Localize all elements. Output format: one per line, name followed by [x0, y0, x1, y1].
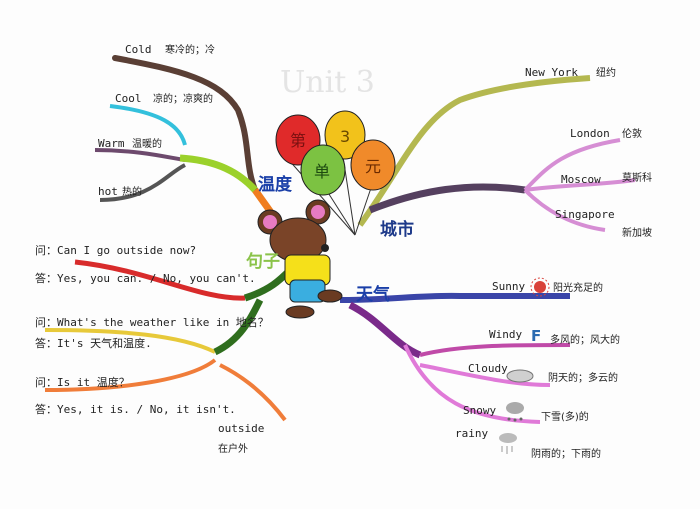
balloon-label: 3 [340, 127, 350, 146]
word-zh: 阴雨的；下雨的 [531, 447, 601, 460]
word-en: rainy [455, 427, 488, 440]
word-en: Moscow [561, 173, 601, 186]
word-en: London [570, 127, 610, 140]
question: 问：Is it 温度？ [35, 375, 130, 389]
word-zh: 伦敦 [622, 127, 642, 140]
cloud-icon [506, 369, 534, 383]
balloon-orange [350, 139, 396, 191]
word-zh: 寒冷的；冷 [165, 43, 215, 56]
question: 问：Can I go outside now? [35, 244, 196, 257]
weather-branches [339, 292, 571, 424]
word-en: Sunny [492, 280, 525, 293]
topic-temperature: 温度 [258, 174, 293, 195]
balloon-label: 单 [314, 162, 330, 181]
unit-title: Unit 3 [280, 65, 375, 100]
sun-icon [530, 277, 550, 297]
word-en: outside [218, 422, 264, 435]
answer: 答：Yes, you can. / No, you can't. [35, 271, 256, 285]
word-zh: 阴天的；多云的 [548, 371, 618, 384]
question: 问：What's the weather like in 地名？ [35, 315, 269, 329]
word-zh: 纽约 [596, 66, 616, 79]
word-zh: 凉的；凉爽的 [153, 92, 213, 105]
word-zh: 下雪(多)的 [541, 410, 589, 423]
answer: 答：It's 天气和温度. [35, 336, 152, 350]
word-zh: 阳光充足的 [553, 281, 603, 294]
sentence-items: 问：Can I go outside now? 答：Yes, you can. … [35, 244, 269, 455]
wind-icon: F [531, 327, 541, 345]
word-zh: 莫斯科 [622, 171, 652, 184]
balloon-yellow [324, 110, 366, 160]
mouse-illustration [257, 199, 343, 319]
topic-city: 城市 [380, 219, 414, 240]
topic-weather: 天气 [356, 284, 390, 305]
balloon-label: 第 [290, 131, 306, 150]
word-zh: 新加坡 [622, 226, 652, 239]
answer: 答：Yes, it is. / No, it isn't. [35, 402, 236, 416]
word-en: Cold [125, 43, 152, 56]
word-en: hot [98, 185, 118, 198]
word-en: Singapore [555, 208, 615, 221]
weather-items: Sunny 阳光充足的 Windy F 多风的；风大的 Cloudy 阴天的；多… [455, 277, 620, 460]
word-en: Snowy [463, 404, 496, 417]
word-en: Warm [98, 137, 125, 150]
word-en: New York [525, 66, 578, 79]
temperature-branches [94, 55, 283, 228]
word-en: Windy [489, 328, 522, 341]
rain-cloud-icon [499, 433, 517, 454]
balloon-label: 元 [365, 157, 381, 176]
word-zh: 多风的；风大的 [550, 333, 620, 346]
word-en: Cool [115, 92, 142, 105]
word-zh: 温暖的 [132, 137, 162, 150]
word-zh: 在户外 [218, 442, 248, 455]
city-items: New York 纽约 London 伦敦 Moscow 莫斯科 Singapo… [525, 66, 652, 239]
topic-sentences: 句子 [246, 251, 280, 272]
balloons: 第 3 单 元 [275, 110, 396, 236]
word-en: Cloudy [468, 362, 508, 375]
temperature-items: Cold 寒冷的；冷 Cool 凉的；凉爽的 Warm 温暖的 hot 热的 [98, 43, 215, 198]
balloon-green [300, 144, 346, 196]
snow-cloud-icon [506, 402, 524, 422]
word-zh: 热的 [122, 185, 142, 198]
